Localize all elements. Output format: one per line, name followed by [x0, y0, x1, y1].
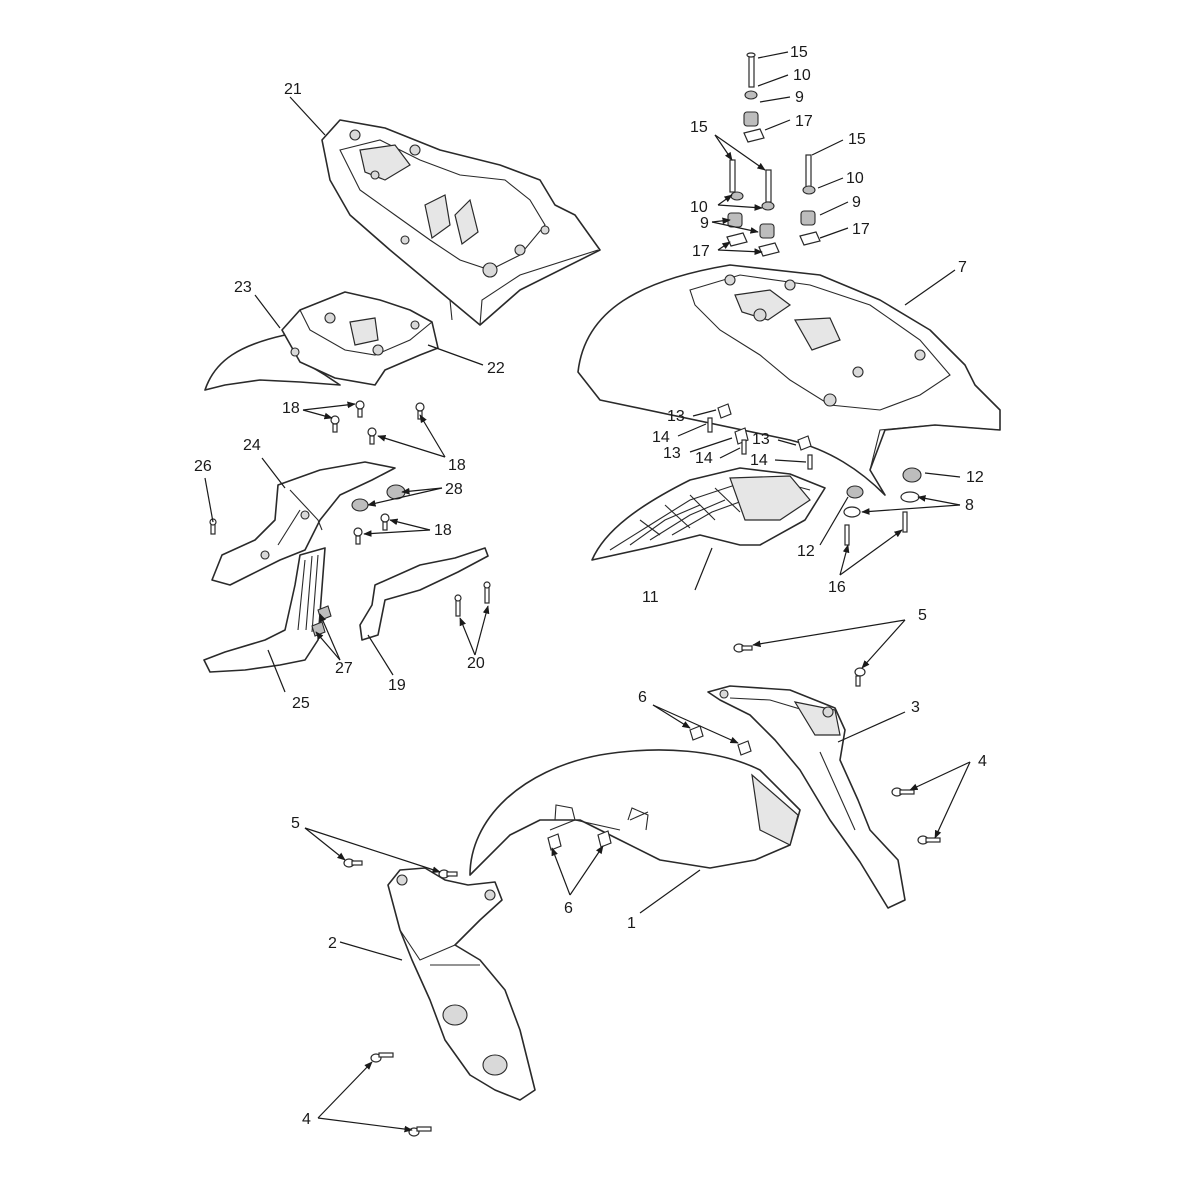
callout-6a: 6 [638, 689, 647, 706]
callout-10a: 10 [793, 67, 811, 84]
callout-28: 28 [445, 481, 463, 498]
callout-21: 21 [284, 81, 302, 98]
callout-14b: 14 [695, 450, 713, 467]
callout-13c: 13 [752, 431, 770, 448]
callout-1: 1 [627, 915, 636, 932]
callout-16: 16 [828, 579, 846, 596]
callout-9c: 9 [852, 194, 861, 211]
callout-labels: 21 23 22 7 15 10 9 17 15 15 10 10 9 9 17… [194, 44, 987, 1128]
callout-15a: 15 [790, 44, 808, 61]
callout-15c: 15 [848, 131, 866, 148]
callout-17a: 17 [795, 113, 813, 130]
part-1-front-mudguard[interactable] [469, 749, 801, 876]
callout-20: 20 [467, 655, 485, 672]
callout-5b: 5 [291, 815, 300, 832]
callout-15b: 15 [690, 119, 708, 136]
part-24-bracket[interactable] [211, 461, 396, 586]
part-3-fork-guard-right[interactable] [707, 685, 906, 909]
part-23-tail-cover[interactable] [204, 334, 341, 391]
callout-17b: 17 [692, 243, 710, 260]
part-2-fork-guard-left[interactable] [387, 867, 536, 1101]
callout-12a: 12 [966, 469, 984, 486]
part-11-hugger-grille[interactable] [591, 467, 826, 561]
part-25-bracket[interactable] [203, 547, 326, 673]
callout-9b: 9 [700, 215, 709, 232]
callout-6b: 6 [564, 900, 573, 917]
fastener-group-15-10-9-17 [726, 52, 821, 257]
callout-13b: 13 [663, 445, 681, 462]
callout-10b: 10 [690, 199, 708, 216]
callout-24: 24 [243, 437, 261, 454]
fastener-group-5-6-4 [343, 643, 941, 1137]
callout-25: 25 [292, 695, 310, 712]
callout-19: 19 [388, 677, 406, 694]
callout-23: 23 [234, 279, 252, 296]
callout-14c: 14 [750, 452, 768, 469]
callout-8: 8 [965, 497, 974, 514]
callout-9a: 9 [795, 89, 804, 106]
part-21-seat-tray[interactable] [321, 119, 601, 326]
callout-13a: 13 [667, 408, 685, 425]
callout-4a: 4 [978, 753, 987, 770]
callout-18b: 18 [448, 457, 466, 474]
callout-11: 11 [642, 589, 659, 606]
callout-5a: 5 [918, 607, 927, 624]
part-22-tail-bracket[interactable] [281, 291, 439, 386]
callout-18c: 18 [434, 522, 452, 539]
part-7-rear-mudguard[interactable] [577, 264, 1001, 496]
leader-lines [204, 51, 971, 1133]
callout-26: 26 [194, 458, 212, 475]
callout-12b: 12 [797, 543, 815, 560]
callout-2: 2 [328, 935, 337, 952]
callout-22: 22 [487, 360, 505, 377]
callout-17c: 17 [852, 221, 870, 238]
part-19-bracket[interactable] [359, 547, 489, 641]
callout-27: 27 [335, 660, 353, 677]
fastener-group-13-14-16-8-12 [707, 403, 922, 546]
callout-4b: 4 [302, 1111, 311, 1128]
callout-3: 3 [911, 699, 920, 716]
callout-14a: 14 [652, 429, 670, 446]
callout-18a: 18 [282, 400, 300, 417]
callout-10c: 10 [846, 170, 864, 187]
callout-7: 7 [958, 259, 967, 276]
